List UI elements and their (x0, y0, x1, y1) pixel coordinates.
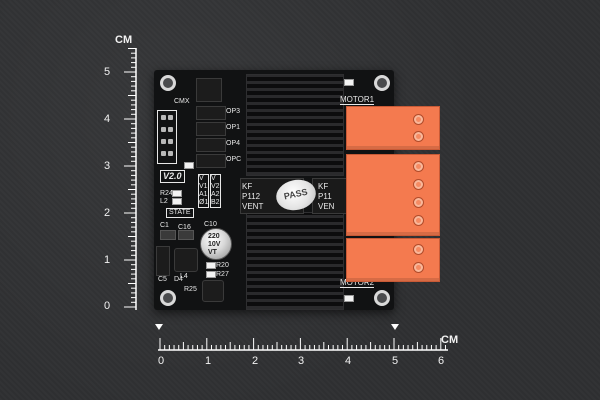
vertical-tick-2: 2 (104, 207, 111, 219)
silk-state: STATE (166, 208, 194, 218)
horizontal-ruler-unit: CM (441, 334, 459, 346)
mounting-hole (160, 75, 176, 91)
power-terminal-block[interactable] (346, 154, 440, 236)
silk-opc: OPC (226, 156, 242, 163)
ic-chip (196, 138, 226, 152)
ic-chip (196, 78, 222, 102)
vertical-tick-1: 1 (104, 254, 111, 266)
silk-c16: C16 (178, 224, 191, 231)
silk-c5: C5 (158, 276, 167, 283)
silk-cmx: CMX (174, 98, 190, 105)
status-led (344, 79, 354, 86)
horizontal-ruler-scale (158, 338, 448, 351)
diode (156, 246, 170, 276)
horizontal-tick-0: 0 (158, 355, 165, 367)
heatsink-bottom (246, 212, 344, 310)
silk-l4: L4 (180, 273, 188, 280)
inductor (202, 280, 224, 302)
inductor (174, 248, 198, 272)
silk-r20: R20 (216, 262, 229, 269)
driver-chip-right-marking: KF P11 VEN (318, 182, 335, 211)
silk-r27: R27 (216, 271, 229, 278)
silk-c1: C1 (160, 222, 169, 229)
horizontal-tick-4: 4 (345, 355, 352, 367)
vertical-tick-0: 0 (104, 300, 111, 312)
mounting-hole (374, 290, 390, 306)
status-led (344, 295, 354, 302)
vertical-ruler-unit: CM (115, 34, 133, 46)
silk-d4: D4 (174, 276, 183, 283)
silk-motor2: MOTOR2 (340, 278, 375, 288)
silk-r25: R25 (184, 286, 197, 293)
ic-chip (196, 106, 226, 120)
horizontal-tick-5: 5 (392, 355, 399, 367)
silk-motor1: MOTOR1 (340, 95, 375, 105)
motor1-terminal-block[interactable] (346, 106, 440, 150)
smd-component (184, 162, 194, 169)
electrolytic-capacitor (200, 228, 232, 260)
motor2-terminal-block[interactable] (346, 238, 440, 282)
ruler-end-marker (391, 324, 399, 330)
horizontal-tick-1: 1 (205, 355, 212, 367)
smd-component (172, 198, 182, 205)
ruler-start-marker (155, 324, 163, 330)
silk-c10: C10 (204, 221, 217, 228)
vertical-tick-3: 3 (104, 160, 111, 172)
vertical-tick-4: 4 (104, 113, 111, 125)
silk-r24: R24 (160, 190, 173, 197)
pass-sticker-text: PASS (283, 186, 309, 202)
silk-version: V2.0 (160, 170, 185, 183)
silk-v-col1: V V1 A1 Ø1 (198, 174, 210, 208)
pin-header (157, 110, 177, 164)
smd-component (172, 190, 182, 197)
silk-op1: OP1 (226, 124, 241, 131)
silk-op4: OP4 (226, 140, 241, 147)
ic-chip (196, 122, 226, 136)
vertical-ruler-scale (124, 48, 137, 310)
capacitor-marking: 220 10V VT (208, 233, 221, 256)
silk-v-col2: V V2 A2 B2 (210, 174, 221, 208)
smd-capacitor (178, 230, 194, 240)
motor-driver-board: CMX OP3 OP1 OP4 OPC V2.0 R24 L2 STATE V … (154, 70, 394, 310)
smd-capacitor (160, 230, 176, 240)
mounting-hole (160, 290, 176, 306)
ic-chip (196, 154, 226, 168)
horizontal-tick-6: 6 (438, 355, 445, 367)
driver-chip-left-marking: KF P112 VENT (242, 182, 264, 211)
smd-component (206, 262, 216, 269)
mounting-hole (374, 75, 390, 91)
horizontal-tick-2: 2 (252, 355, 259, 367)
silk-l2: L2 (160, 198, 168, 205)
vertical-tick-5: 5 (104, 66, 111, 78)
silk-op3: OP3 (226, 108, 241, 115)
smd-component (206, 271, 216, 278)
heatsink-top (246, 74, 344, 176)
horizontal-tick-3: 3 (298, 355, 305, 367)
